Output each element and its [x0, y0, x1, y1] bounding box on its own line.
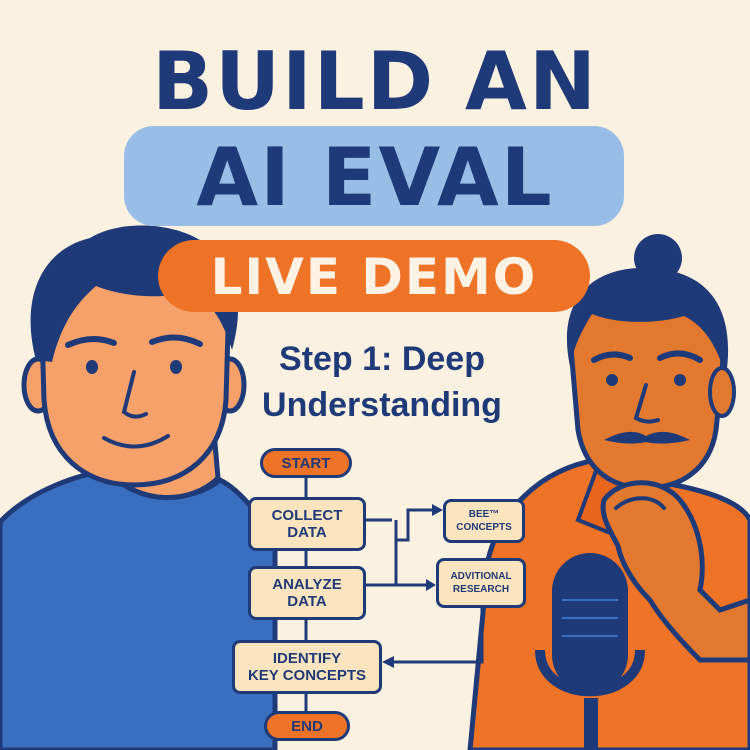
- title-line-1: BUILD AN: [152, 35, 598, 128]
- left-person-eye-left: [86, 360, 98, 374]
- title-line-2: AI EVAL: [196, 131, 554, 224]
- flow-additional-label: ADVITIONAL RESEARCH: [450, 571, 512, 595]
- right-person-mustache: [604, 431, 690, 444]
- right-person-hair: [566, 267, 729, 376]
- flow-end: END: [264, 711, 350, 741]
- right-person-hand: [600, 480, 750, 663]
- flow-identify-label: IDENTIFY KEY CONCEPTS: [247, 650, 367, 684]
- right-person-nose: [633, 383, 660, 424]
- flow-start: START: [260, 448, 352, 478]
- live-demo-badge: [158, 240, 590, 312]
- flow-end-label: END: [291, 717, 323, 735]
- flow-analyze-data: ANALYZE DATA: [248, 566, 366, 620]
- right-person: [467, 234, 750, 750]
- flow-analyze-label: ANALYZE DATA: [272, 576, 342, 610]
- title-highlight: [124, 126, 624, 226]
- flow-bee-label: BEE™ CONCEPTS: [456, 509, 512, 533]
- left-person-shirt: [0, 467, 278, 750]
- right-person-eyebrow-left: [591, 351, 633, 363]
- flow-start-label: START: [281, 454, 331, 472]
- flow-bee-concepts: BEE™ CONCEPTS: [443, 499, 525, 543]
- flow-collect-label: COLLECT DATA: [271, 507, 343, 541]
- flow-additional-research: ADVITIONAL RESEARCH: [436, 558, 526, 608]
- left-person-eye-right: [170, 360, 182, 374]
- right-person-eye-left: [606, 374, 618, 386]
- right-person-finger: [614, 496, 666, 510]
- live-demo-label: LIVE DEMO: [210, 248, 538, 306]
- left-person-eyebrow-right: [149, 334, 203, 347]
- left-person-mouth: [102, 434, 170, 449]
- left-person-nose: [121, 370, 148, 419]
- step-subtitle: Step 1: Deep Understanding: [262, 340, 502, 424]
- flowchart-connectors: [304, 478, 484, 711]
- left-person-eyebrow-left: [65, 336, 117, 348]
- flow-collect-data: COLLECT DATA: [248, 497, 366, 551]
- right-person-ear: [708, 366, 736, 418]
- microphone-icon: [535, 553, 645, 750]
- right-person-eye-right: [674, 374, 686, 386]
- flow-identify-concepts: IDENTIFY KEY CONCEPTS: [232, 640, 382, 694]
- right-person-eyebrow-right: [657, 350, 703, 363]
